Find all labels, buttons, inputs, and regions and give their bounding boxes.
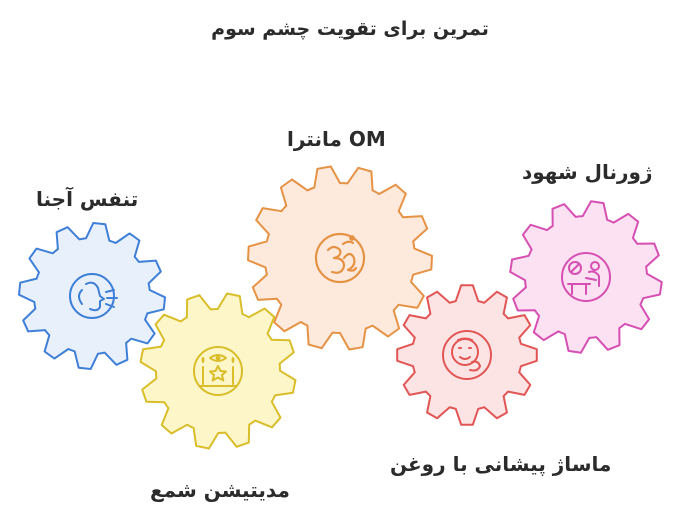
gear-forehead-massage (396, 284, 538, 426)
label-om-mantra: OM مانترا (287, 127, 386, 151)
candle-meditation-icon (193, 346, 243, 396)
gear-anja-breathing (18, 222, 166, 370)
label-anja-breathing: تنفس آجنا (36, 187, 139, 211)
gear-candle-meditation (139, 292, 297, 450)
om-symbol-icon (314, 232, 366, 284)
journal-writing-icon (561, 252, 611, 302)
breathing-face-icon (69, 273, 118, 319)
forehead-massage-icon (442, 330, 492, 380)
label-journal: ژورنال شهود (522, 160, 653, 184)
page-title: تمرین برای تقویت چشم سوم (211, 18, 489, 40)
label-candle-meditation: مدیتیشن شمع (150, 478, 290, 502)
label-forehead-massage: ماساژ پیشانی با روغن (390, 452, 612, 476)
